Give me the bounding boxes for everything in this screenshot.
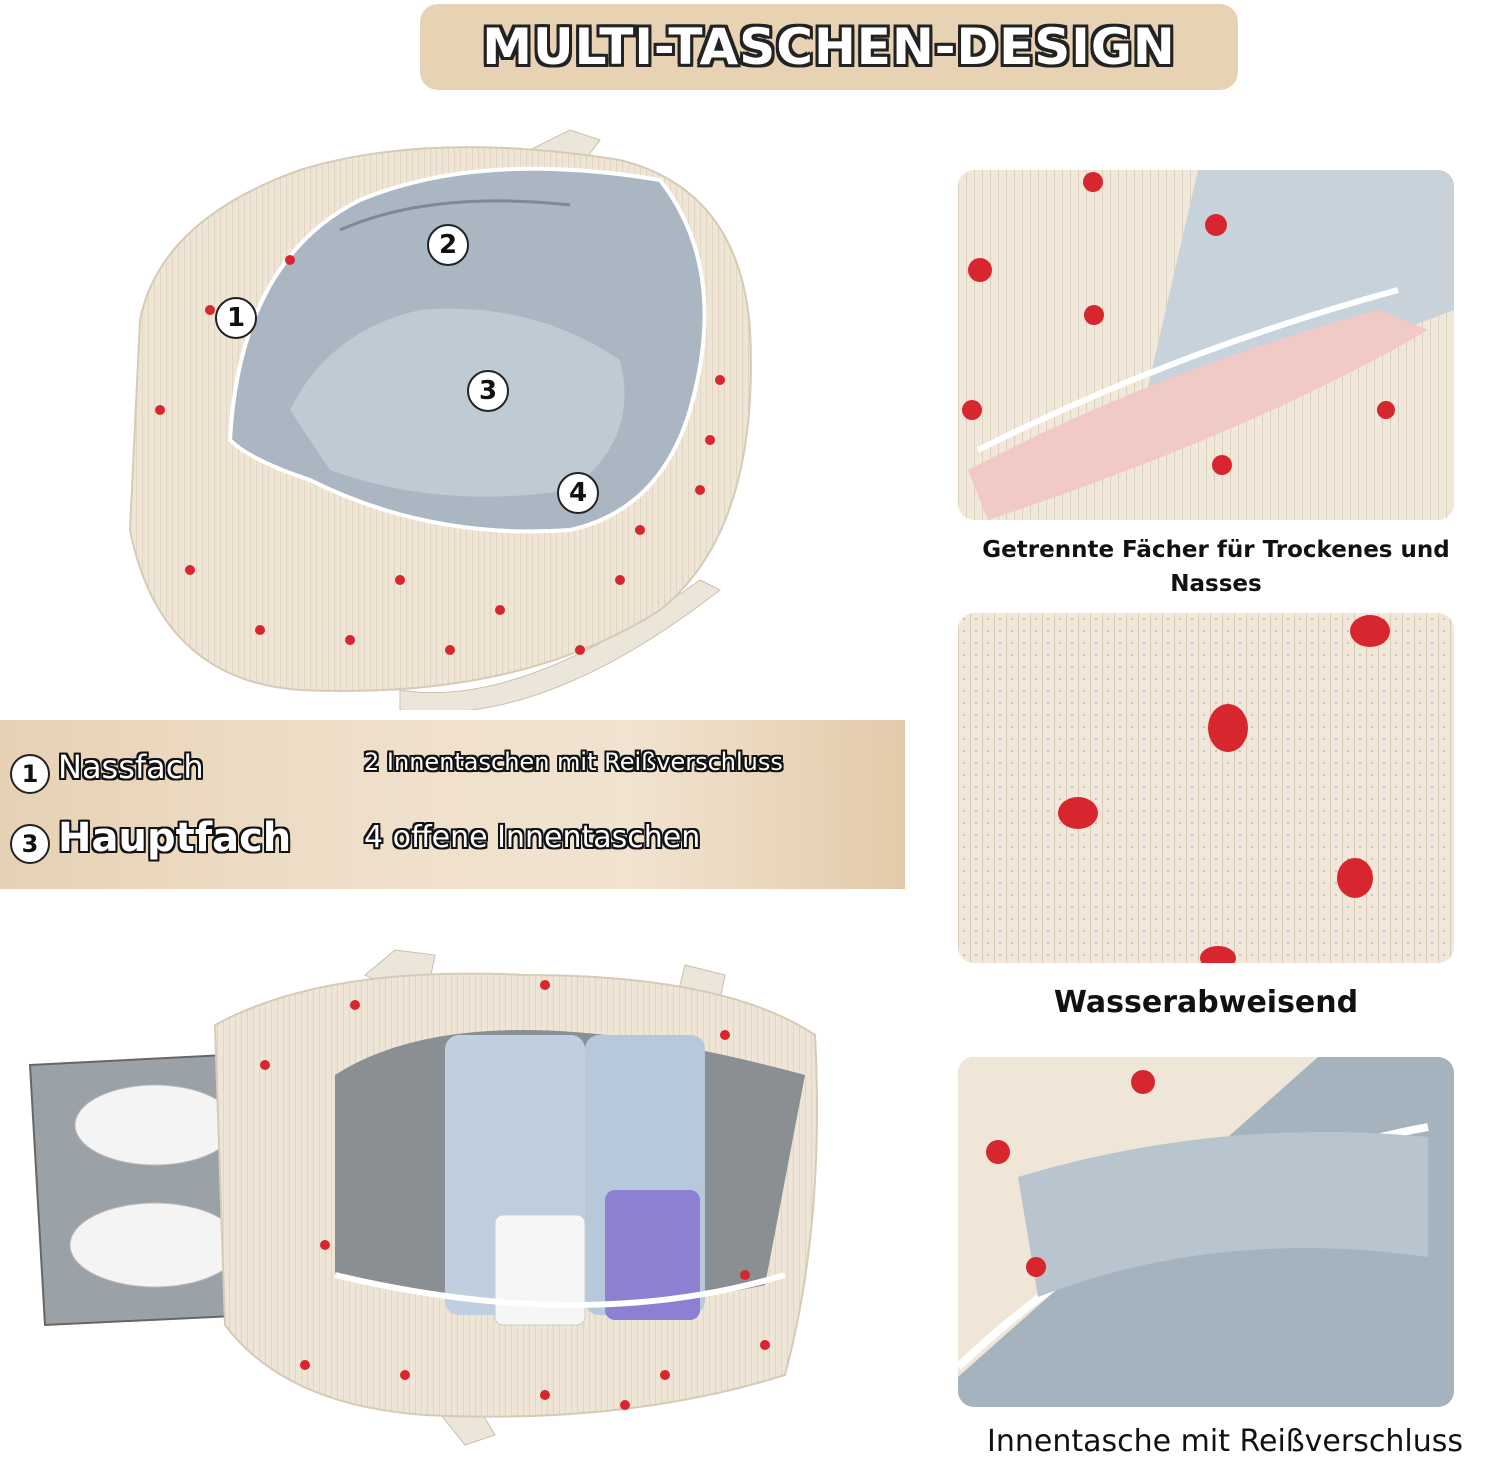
legend-label-main-compartment: Hauptfach (58, 815, 292, 861)
fabric-closeup-photo (958, 613, 1454, 963)
legend-number-2: 2 (364, 748, 380, 776)
legend-number-3: 3 (10, 824, 50, 864)
caption-water-repellent: Wasserabweisend (1053, 985, 1359, 1020)
legend-item-open-pockets: 4 offene Innentaschen (364, 820, 700, 855)
page-title: MULTI-TASCHEN-DESIGN (482, 18, 1176, 76)
marker-open-pockets: 4 (557, 472, 599, 514)
marker-main-compartment: 3 (467, 370, 509, 412)
legend-number-4: 4 (364, 820, 384, 855)
compartment-legend: 1 Nassfach 3 Hauptfach 2 Innentaschen mi… (0, 720, 905, 889)
legend-item-zip-pockets: 2 Innentaschen mit Reißverschluss (364, 748, 783, 776)
legend-label-zip-pockets: Innentaschen mit Reißverschluss (386, 748, 783, 776)
caption-wet-dry: Getrennte Fächer für Trockenes und Nasse… (982, 537, 1450, 597)
title-banner: MULTI-TASCHEN-DESIGN (420, 4, 1238, 90)
zip-pocket-photo (958, 1057, 1454, 1407)
marker-zip-pocket: 2 (427, 224, 469, 266)
wet-dry-compartment-photo (958, 170, 1454, 520)
legend-number-1: 1 (10, 754, 50, 794)
marker-wet-compartment: 1 (215, 297, 257, 339)
bag-open-top-photo (128, 129, 752, 710)
legend-label-open-pockets: offene Innentaschen (392, 820, 701, 855)
legend-label-wet-compartment: Nassfach (58, 748, 204, 786)
caption-zip-pocket: Innentasche mit Reißverschluss (987, 1424, 1463, 1459)
bag-shoe-compartment-photo (28, 949, 818, 1446)
